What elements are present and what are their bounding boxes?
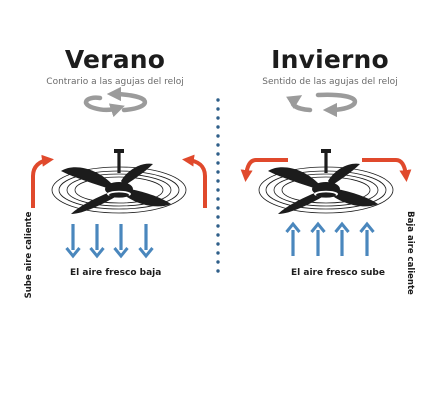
winter-warm-air-arrows bbox=[240, 158, 412, 182]
winter-cool-air-up-arrows bbox=[285, 222, 375, 258]
winter-air-label: El aire fresco sube bbox=[291, 268, 385, 278]
winter-side-label: Baja aire caliente bbox=[405, 211, 415, 295]
summer-warm-air-arrows bbox=[31, 154, 207, 208]
summer-subtitle: Contrario a las agujas del reloj bbox=[46, 77, 184, 87]
summer-cool-air-down-arrows bbox=[65, 222, 154, 258]
clockwise-arrows-icon bbox=[286, 92, 358, 118]
summer-fan-icon bbox=[51, 148, 187, 215]
counter-clockwise-arrows-icon bbox=[83, 86, 148, 118]
summer-title: Verano bbox=[64, 45, 166, 74]
winter-title: Invierno bbox=[271, 45, 389, 74]
summer-side-label: Sube aire caliente bbox=[24, 211, 34, 299]
winter-subtitle: Sentido de las agujas del reloj bbox=[262, 77, 398, 87]
summer-air-label: El aire fresco baja bbox=[70, 268, 162, 278]
center-divider bbox=[216, 98, 220, 273]
